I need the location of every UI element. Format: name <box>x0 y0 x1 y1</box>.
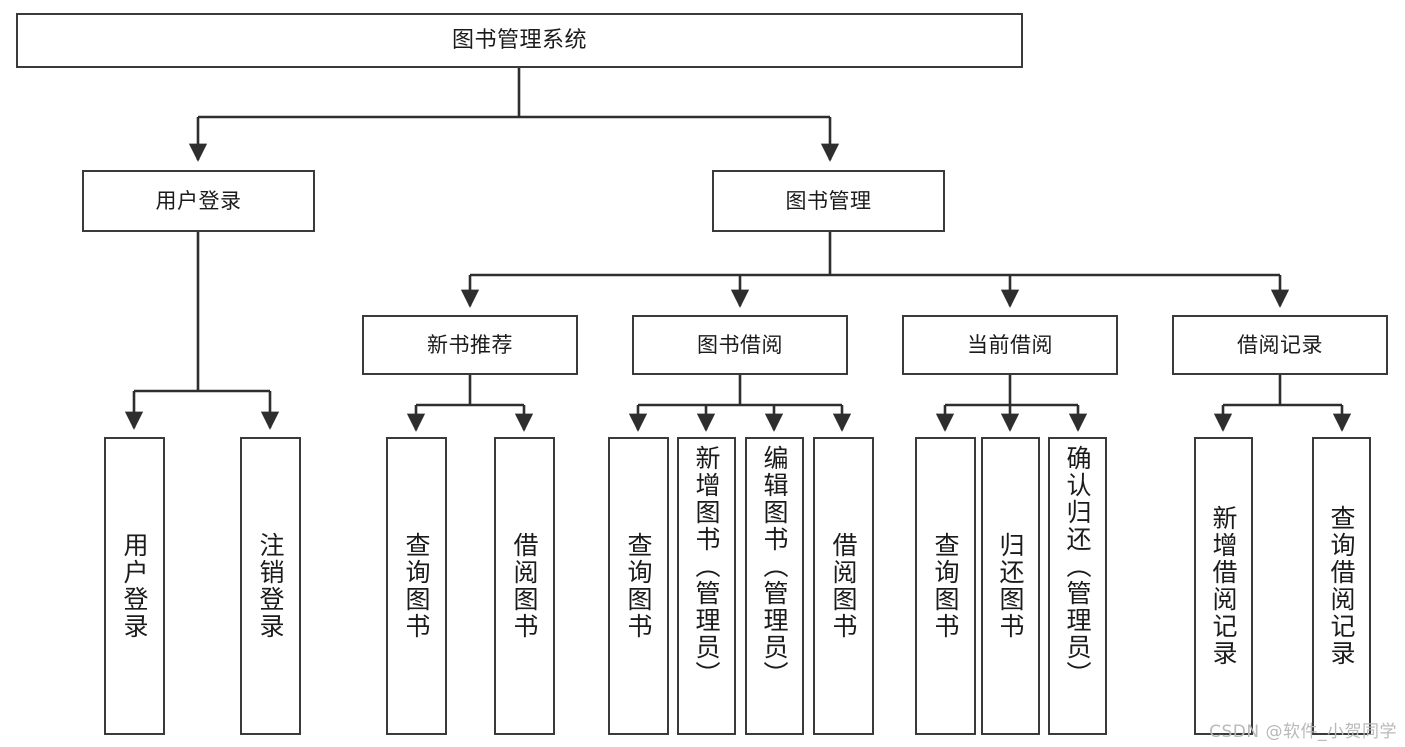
leaf-add-borrow-record[interactable]: 新增借阅记录 <box>1194 437 1253 735</box>
leaf-edit-book-admin[interactable]: 编辑图书（管理员） <box>745 437 804 735</box>
node-current-borrow-label: 当前借阅 <box>967 332 1053 357</box>
node-root-label: 图书管理系统 <box>451 27 587 53</box>
node-book-manage[interactable]: 图书管理 <box>712 170 945 232</box>
leaf-query-book-recommend-label: 查询图书 <box>402 532 431 640</box>
leaf-logout-login-label: 注销登录 <box>256 532 285 640</box>
watermark: CSDN @软件_小贺同学 <box>1209 722 1397 742</box>
leaf-borrow-book-borrow-label: 借阅图书 <box>829 532 858 640</box>
leaf-confirm-return-admin-label: 确认归还（管理员） <box>1063 445 1092 688</box>
node-borrow-record[interactable]: 借阅记录 <box>1172 315 1388 375</box>
node-borrow-record-label: 借阅记录 <box>1237 332 1323 357</box>
leaf-query-book-borrow[interactable]: 查询图书 <box>608 437 669 735</box>
leaf-return-book-label: 归还图书 <box>996 532 1025 640</box>
leaf-add-borrow-record-label: 新增借阅记录 <box>1209 505 1238 667</box>
node-user-login[interactable]: 用户登录 <box>82 170 315 232</box>
leaf-query-borrow-record[interactable]: 查询借阅记录 <box>1312 437 1371 735</box>
leaf-user-login[interactable]: 用户登录 <box>104 437 165 735</box>
node-new-book-recommend[interactable]: 新书推荐 <box>362 315 578 375</box>
leaf-query-book-recommend[interactable]: 查询图书 <box>386 437 447 735</box>
leaf-borrow-book-borrow[interactable]: 借阅图书 <box>813 437 874 735</box>
node-new-book-recommend-label: 新书推荐 <box>427 332 513 357</box>
node-book-borrow[interactable]: 图书借阅 <box>632 315 848 375</box>
leaf-logout-login[interactable]: 注销登录 <box>240 437 301 735</box>
leaf-query-book-current[interactable]: 查询图书 <box>915 437 976 735</box>
leaf-user-login-label: 用户登录 <box>120 532 149 640</box>
node-book-manage-label: 图书管理 <box>785 188 872 213</box>
leaf-borrow-book-recommend[interactable]: 借阅图书 <box>494 437 555 735</box>
leaf-add-book-admin[interactable]: 新增图书（管理员） <box>677 437 736 735</box>
leaf-edit-book-admin-label: 编辑图书（管理员） <box>760 445 789 688</box>
leaf-borrow-book-recommend-label: 借阅图书 <box>510 532 539 640</box>
node-current-borrow[interactable]: 当前借阅 <box>902 315 1118 375</box>
node-user-login-label: 用户登录 <box>155 188 242 213</box>
leaf-query-borrow-record-label: 查询借阅记录 <box>1327 505 1356 667</box>
node-book-borrow-label: 图书借阅 <box>697 332 783 357</box>
leaf-confirm-return-admin[interactable]: 确认归还（管理员） <box>1048 437 1107 735</box>
leaf-return-book[interactable]: 归还图书 <box>981 437 1040 735</box>
node-root[interactable]: 图书管理系统 <box>16 13 1023 68</box>
leaf-add-book-admin-label: 新增图书（管理员） <box>692 445 721 688</box>
leaf-query-book-current-label: 查询图书 <box>931 532 960 640</box>
leaf-query-book-borrow-label: 查询图书 <box>624 532 653 640</box>
